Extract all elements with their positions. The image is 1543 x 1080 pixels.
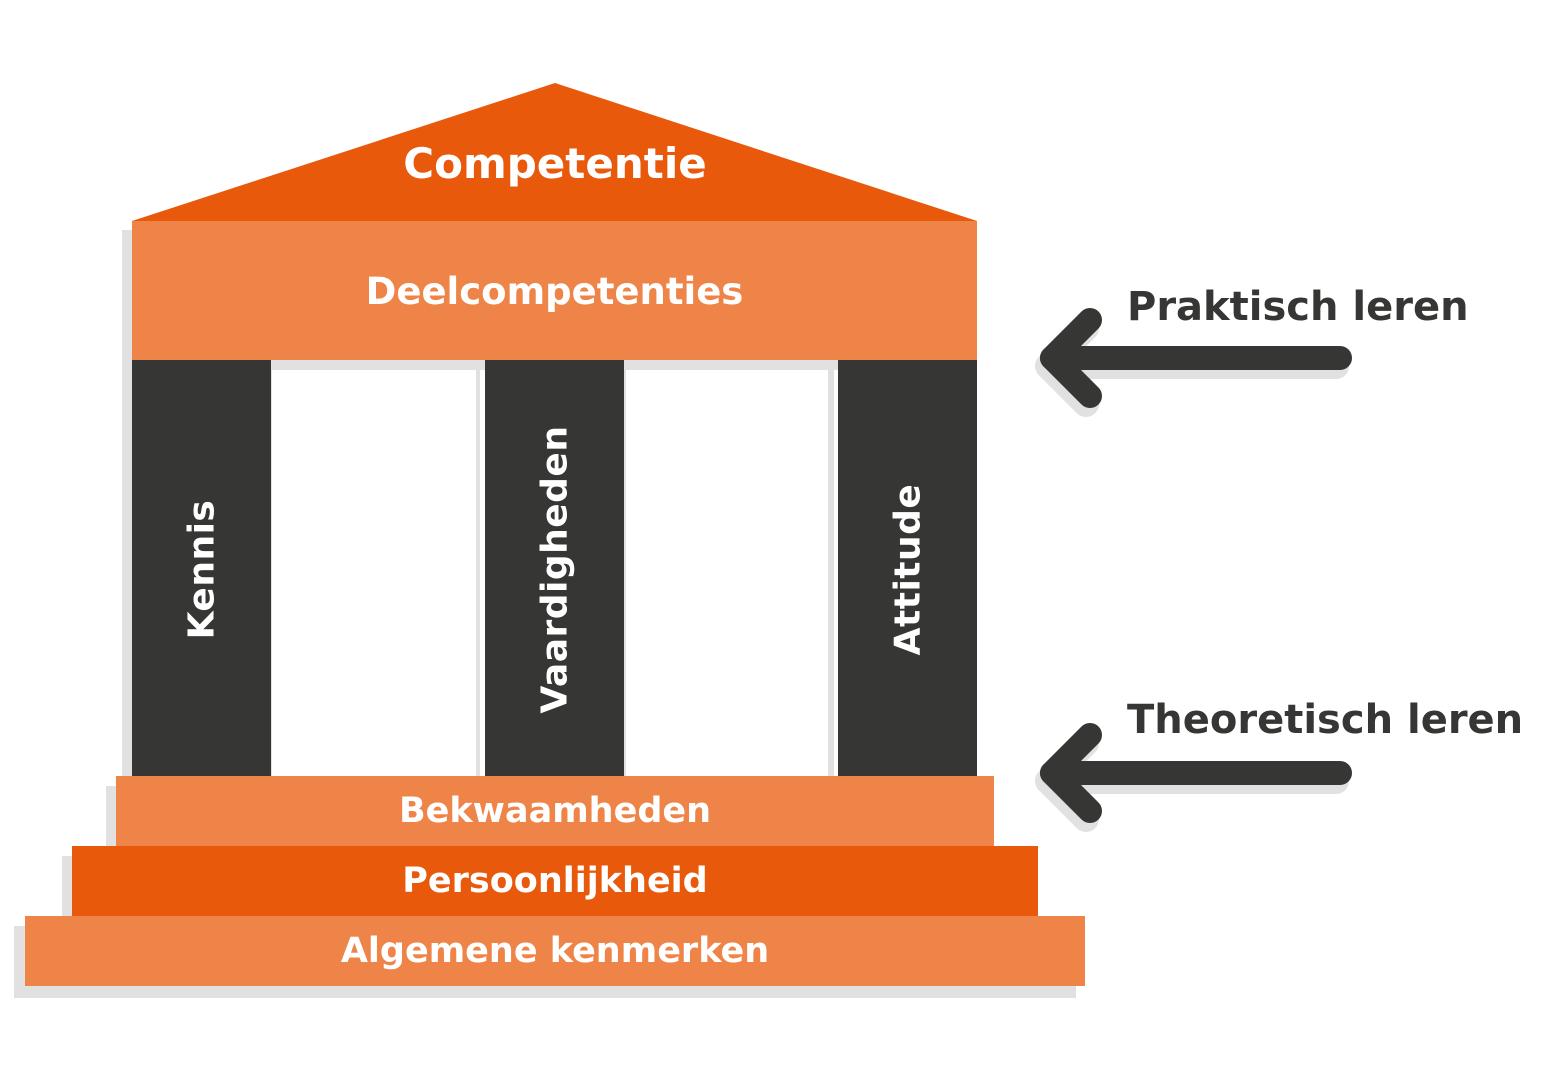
step-persoonlijkheid: Persoonlijkheid [72,846,1038,916]
arrow-left-icon [1035,308,1352,417]
pillar-label: Vaardigheden [534,425,576,713]
pillar-gap-1 [272,370,476,780]
pillar-vaardigheden: Vaardigheden [485,360,624,778]
pillar-gap-2 [626,370,828,780]
arrow-left-icon [1035,723,1352,832]
architrave [132,221,977,360]
pillars-left-shadow [122,360,134,780]
architrave-label: Deelcompetenties [365,269,744,313]
pillar-kennis: Kennis [132,360,271,778]
pillar-label: Attitude [887,483,928,655]
roof-triangle [132,83,977,221]
roof [132,83,977,221]
arrow-label-theoretisch: Theoretisch leren [1127,697,1524,743]
step-bekwaamheden: Bekwaamheden [116,776,994,846]
step-algemene-kenmerken: Algemene kenmerken [25,916,1085,986]
pillar-attitude: Attitude [838,360,977,778]
roof-label: Competentie [403,138,707,188]
pillar-label: Kennis [181,499,222,639]
arrow-label-praktisch: Praktisch leren [1127,284,1469,330]
